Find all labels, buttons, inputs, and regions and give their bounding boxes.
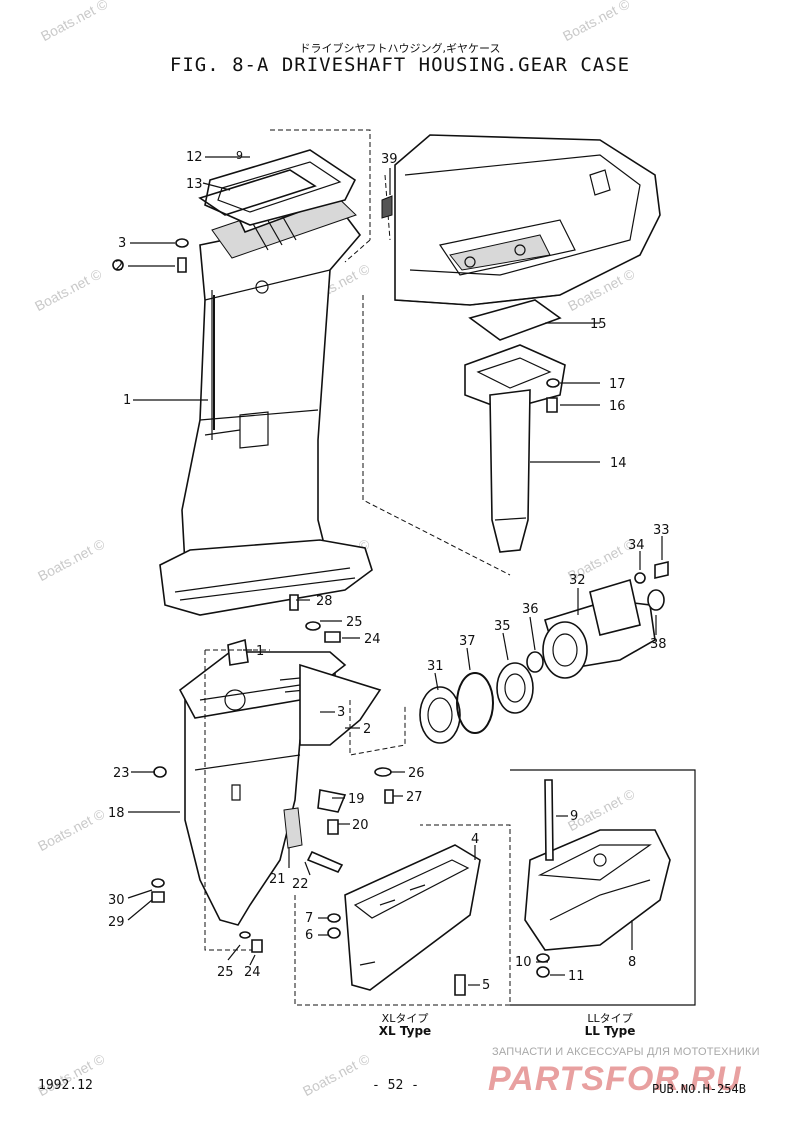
callout-27: 27	[406, 790, 423, 805]
footer-page-number: - 52 -	[372, 1078, 419, 1093]
bearing-31	[419, 686, 461, 744]
callout-10: 10	[515, 955, 532, 970]
callout-11: 11	[568, 969, 585, 984]
callout-32: 32	[569, 573, 586, 588]
fasteners	[112, 195, 560, 953]
callout-28: 28	[316, 594, 333, 609]
callout-22: 22	[292, 877, 309, 892]
callout-24: 24	[364, 632, 381, 647]
callout-9: 9	[570, 809, 578, 824]
figure-subtitle-jp: ドライブシヤフトハウジング,ギヤケース	[299, 42, 501, 55]
callout-19: 19	[348, 792, 365, 807]
gasket-12-13	[198, 149, 357, 226]
shop-logo: PARTSFOR.RU	[488, 1060, 742, 1098]
exhaust-guide-14	[464, 344, 566, 553]
callout-1-lower: 1	[256, 644, 264, 659]
callout-labels: 12 9 13 3 2 1 39 15 17 16 14 33 34 32 38…	[108, 149, 670, 993]
callout-15: 15	[590, 317, 607, 332]
callout-38: 38	[650, 637, 667, 652]
callout-14: 14	[610, 456, 627, 471]
callout-3: 3	[118, 236, 126, 251]
ll-type-frame	[510, 769, 696, 1006]
callout-1: 1	[123, 393, 131, 408]
extension-xl-4	[327, 844, 481, 996]
callout-7: 7	[305, 911, 313, 926]
callout-18: 18	[108, 806, 125, 821]
callout-16: 16	[609, 399, 626, 414]
ll-type-label: LL Type	[584, 1024, 636, 1038]
callout-5: 5	[482, 978, 490, 993]
callout-31: 31	[427, 659, 444, 674]
xl-type-label: XL Type	[378, 1024, 432, 1038]
leader-lines	[127, 156, 663, 986]
gasket-15	[468, 299, 562, 341]
callout-25: 25	[346, 615, 363, 630]
callout-12: 12	[186, 150, 203, 165]
gear-case-18	[178, 638, 382, 926]
o-ring-37	[456, 672, 494, 734]
callout-25-lower: 25	[217, 965, 234, 980]
callout-8: 8	[628, 955, 636, 970]
callout-17: 17	[609, 377, 626, 392]
callout-21: 21	[269, 872, 286, 887]
callout-34: 34	[628, 538, 645, 553]
callout-29: 29	[108, 915, 125, 930]
callout-3-lower: 3	[337, 705, 345, 720]
callout-13: 13	[186, 177, 203, 192]
xl-type-label-jp: XLタイプ	[381, 1012, 429, 1025]
callout-36: 36	[522, 602, 539, 617]
bushing-36	[526, 651, 544, 673]
footer-date: 1992.12	[38, 1078, 93, 1093]
callout-37: 37	[459, 634, 476, 649]
callout-35: 35	[494, 619, 511, 634]
extension-ll-8	[524, 779, 671, 978]
bearing-35	[496, 662, 534, 714]
callout-6: 6	[305, 928, 313, 943]
callout-2: 2	[115, 259, 123, 274]
driveshaft-housing-upper	[159, 174, 373, 616]
callout-4: 4	[471, 832, 479, 847]
figure-title: FIG. 8-A DRIVESHAFT HOUSING.GEAR CASE	[169, 54, 631, 76]
callout-39: 39	[381, 152, 398, 167]
callout-20: 20	[352, 818, 369, 833]
callout-9-small: 9	[236, 149, 243, 162]
shop-tagline: ЗАПЧАСТИ И АКСЕССУАРЫ ДЛЯ МОТОТЕХНИКИ	[492, 1046, 760, 1058]
footer-pub-number: PUB.NO.H-254B	[652, 1082, 746, 1096]
water-pump-assembly	[542, 560, 669, 679]
callout-2-lower: 2	[363, 722, 371, 737]
ll-type-label-jp: LLタイプ	[587, 1012, 633, 1025]
callout-26: 26	[408, 766, 425, 781]
callout-33: 33	[653, 523, 670, 538]
bottom-cowling	[394, 134, 661, 306]
callout-23: 23	[113, 766, 130, 781]
callout-24-lower: 24	[244, 965, 261, 980]
callout-30: 30	[108, 893, 125, 908]
